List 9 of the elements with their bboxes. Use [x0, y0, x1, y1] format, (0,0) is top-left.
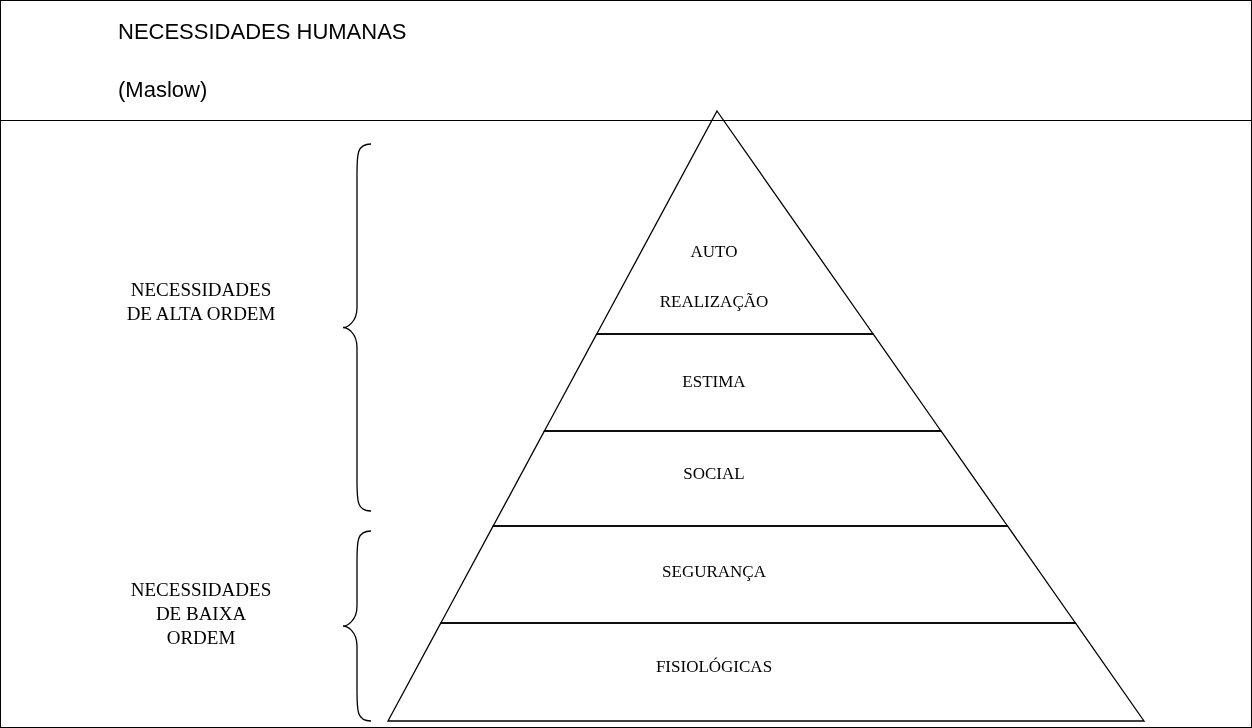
level-label: SEGURANÇA — [661, 561, 767, 583]
level-label: FISIOLÓGICAS — [654, 656, 774, 678]
level-label: AUTO REALIZAÇÃO — [658, 241, 770, 313]
title: NECESSIDADES HUMANAS — [118, 19, 407, 45]
group-label: NECESSIDADES DE ALTA ORDEM — [125, 278, 277, 326]
level-label: ESTIMA — [681, 371, 747, 393]
level-label: SOCIAL — [682, 463, 746, 485]
group-label: NECESSIDADES DE BAIXA ORDEM — [129, 578, 273, 650]
subtitle: (Maslow) — [118, 77, 208, 103]
